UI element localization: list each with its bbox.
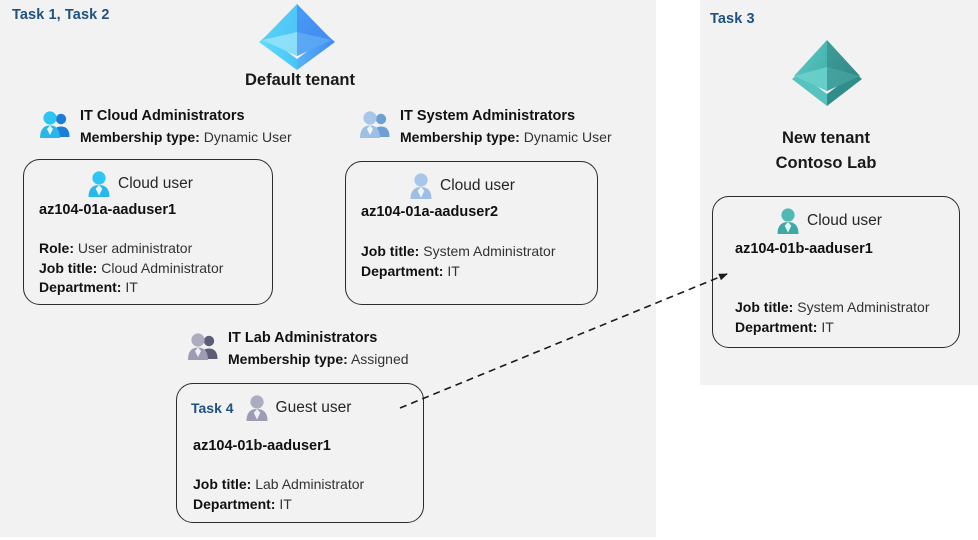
card-property-value: System Administrator: [423, 243, 556, 259]
group-text: IT System Administrators Membership type…: [400, 106, 612, 148]
card-header-label: Cloud user: [118, 175, 193, 192]
group-membership-type-label: Membership type:: [228, 351, 348, 367]
user-card-az104-01b-aaduser1-cloud[interactable]: Cloud user az104-01b-aaduser1 Job title:…: [712, 196, 960, 348]
card-property-value: IT: [125, 279, 138, 295]
card-property-department: Department: IT: [735, 318, 930, 338]
group-membership-type-label: Membership type:: [80, 129, 200, 145]
card-property-value: IT: [447, 262, 460, 279]
card-property-job-title: Job title: Lab Administrator: [193, 475, 364, 495]
new-tenant-caption: New tenant Contoso Lab: [706, 126, 946, 176]
card-property-label: Department:: [361, 262, 444, 279]
cloud-user-icon: [410, 173, 432, 199]
card-username: az104-01a-aaduser1: [39, 202, 177, 218]
card-property-value: User administrator: [77, 240, 193, 256]
guest-user-icon: [246, 395, 268, 421]
group-membership-type-value: Assigned: [350, 351, 409, 367]
card-property-label: Department:: [193, 495, 276, 512]
group-membership-type-value: Dynamic User: [203, 129, 292, 145]
cloud-user-icon: [777, 208, 799, 234]
user-card-az104-01a-aaduser2[interactable]: Cloud user az104-01a-aaduser2 Job title:…: [345, 161, 598, 305]
cloud-user-icon: [88, 171, 110, 197]
card-header-label: Guest user: [275, 399, 352, 416]
new-tenant-caption-line1: New tenant: [781, 129, 870, 147]
card-property-label: Department:: [735, 318, 818, 335]
card-property-label: Job title:: [735, 299, 794, 315]
card-username: az104-01b-aaduser1: [735, 241, 873, 257]
card-property-job-title: Job title: System Administrator: [735, 298, 930, 318]
card-header: Cloud user: [775, 207, 882, 235]
group-membership-type-value: Dynamic User: [523, 129, 612, 145]
card-property-value: IT: [279, 495, 292, 512]
user-card-az104-01a-aaduser1[interactable]: Cloud user az104-01a-aaduser1 Role: User…: [23, 159, 273, 305]
card-property-value: Cloud Administrator: [101, 259, 224, 276]
card-property-label: Department:: [39, 279, 122, 295]
azure-tenant-diamond-icon: [259, 4, 335, 70]
card-property-value: IT: [821, 318, 834, 335]
card-properties: Job title: System Administrator Departme…: [735, 298, 930, 337]
group-name: IT System Administrators: [400, 108, 576, 124]
card-property-label: Role:: [39, 240, 74, 256]
group-membership-type: Membership type: Assigned: [228, 348, 409, 370]
card-property-department: Department: IT: [193, 495, 364, 515]
card-property-label: Job title:: [39, 259, 98, 276]
default-tenant-caption: Default tenant: [244, 71, 355, 89]
task-label-4: Task 4: [191, 400, 234, 416]
card-property-value: Lab Administrator: [255, 476, 365, 492]
user-card-az104-01b-aaduser1-guest[interactable]: Task 4 Guest user az104-01b-aaduser1 Job…: [176, 383, 424, 523]
task-label-1-2: Task 1, Task 2: [12, 7, 110, 23]
group-name: IT Lab Administrators: [228, 330, 378, 346]
card-header: Cloud user: [408, 172, 515, 200]
card-properties: Job title: Lab Administrator Department:…: [193, 475, 364, 514]
group-membership-type: Membership type: Dynamic User: [80, 126, 292, 148]
card-username: az104-01a-aaduser2: [361, 204, 499, 220]
card-header: Task 4 Guest user: [191, 394, 351, 422]
card-properties: Role: User administrator Job title: Clou…: [39, 239, 223, 298]
azure-tenant-diamond-icon: [792, 40, 862, 106]
group-users-icon: [360, 111, 390, 138]
card-property-department: Department: IT: [39, 278, 223, 298]
card-property-job-title: Job title: Cloud Administrator: [39, 259, 223, 279]
card-property-label: Job title:: [361, 243, 420, 259]
card-property-value: System Administrator: [797, 299, 930, 315]
card-property-department: Department: IT: [361, 262, 556, 282]
card-property-label: Job title:: [193, 476, 252, 492]
task-label-3: Task 3: [710, 11, 755, 27]
card-header-label: Cloud user: [440, 177, 515, 194]
group-text: IT Lab Administrators Membership type: A…: [228, 328, 409, 370]
group-text: IT Cloud Administrators Membership type:…: [80, 106, 292, 148]
group-users-icon: [188, 333, 218, 360]
card-property-job-title: Job title: System Administrator: [361, 242, 556, 262]
card-property-role: Role: User administrator: [39, 239, 223, 259]
card-properties: Job title: System Administrator Departme…: [361, 242, 556, 281]
group-users-icon: [40, 111, 70, 138]
card-username: az104-01b-aaduser1: [193, 438, 331, 454]
new-tenant-caption-line2: Contoso Lab: [775, 154, 877, 172]
card-header: Cloud user: [86, 170, 193, 198]
group-membership-type-label: Membership type:: [400, 129, 520, 145]
group-name: IT Cloud Administrators: [80, 108, 245, 124]
group-membership-type: Membership type: Dynamic User: [400, 126, 612, 148]
card-header-label: Cloud user: [807, 212, 882, 229]
